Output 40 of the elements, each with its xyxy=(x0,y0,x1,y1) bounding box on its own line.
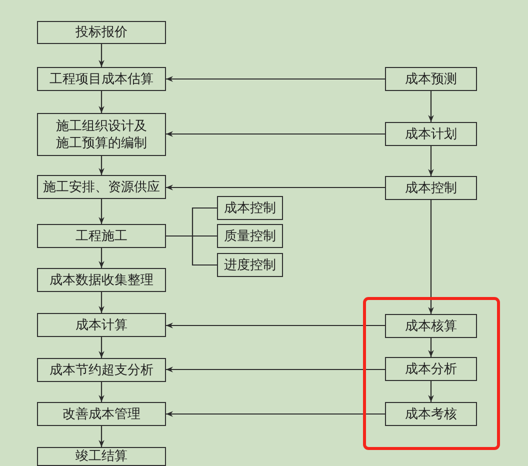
process-box: 成本考核 xyxy=(385,402,477,426)
process-box: 工程项目成本估算 xyxy=(37,67,166,91)
arrow xyxy=(98,199,104,224)
arrow xyxy=(428,381,434,402)
arrow xyxy=(166,184,385,190)
arrow xyxy=(98,426,104,447)
arrow xyxy=(98,292,104,313)
process-box: 成本节约超支分析 xyxy=(37,358,166,382)
arrow xyxy=(166,322,385,328)
arrow xyxy=(98,91,104,113)
arrow xyxy=(166,366,385,372)
process-box: 工程施工 xyxy=(37,224,166,248)
arrow xyxy=(166,76,385,82)
process-box: 施工安排、资源供应 xyxy=(37,175,166,199)
process-box: 改善成本管理 xyxy=(37,402,166,426)
process-box: 竣工结算 xyxy=(37,447,166,466)
process-box: 成本计算 xyxy=(37,313,166,337)
process-box: 成本控制 xyxy=(217,196,283,220)
process-box: 投标报价 xyxy=(37,21,166,44)
process-box: 质量控制 xyxy=(217,224,283,248)
arrow xyxy=(428,200,434,314)
arrow xyxy=(166,131,385,137)
process-box: 成本控制 xyxy=(385,176,477,200)
process-box: 进度控制 xyxy=(217,253,283,277)
arrow xyxy=(166,411,385,417)
connector-line xyxy=(166,235,217,266)
process-box: 成本分析 xyxy=(385,357,477,381)
arrow xyxy=(98,337,104,358)
arrow xyxy=(98,44,104,67)
arrow xyxy=(428,338,434,357)
process-box: 成本预测 xyxy=(385,67,477,91)
process-box: 成本核算 xyxy=(385,314,477,338)
process-box: 成本数据收集整理 xyxy=(37,268,166,292)
process-box: 施工组织设计及施工预算的编制 xyxy=(37,113,166,156)
arrow xyxy=(98,156,104,175)
arrow xyxy=(428,146,434,176)
arrow xyxy=(428,91,434,122)
arrow xyxy=(98,248,104,268)
process-box: 成本计划 xyxy=(385,122,477,146)
arrow xyxy=(98,382,104,402)
